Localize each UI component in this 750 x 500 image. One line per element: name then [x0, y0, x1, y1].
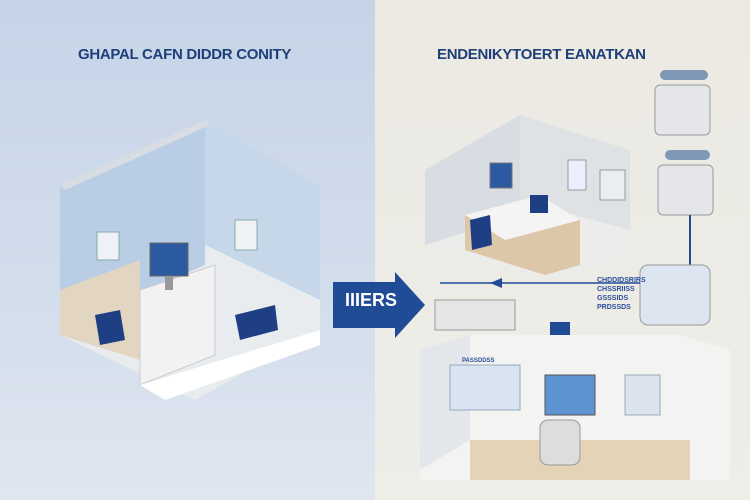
annotation-line: PRDSSDS [597, 304, 631, 311]
left-arrow-small [490, 278, 502, 288]
equipment [624, 374, 661, 416]
phone-device [639, 264, 711, 326]
left-title: GHAPAL CAFN DIDDR CONITY [78, 46, 292, 63]
left-room [60, 120, 320, 400]
kiosk-base [539, 419, 581, 466]
right-title: ENDENIKYTOERT EANATKAN [437, 46, 646, 63]
chair [530, 195, 548, 213]
monitor [149, 242, 189, 277]
equipment [449, 364, 521, 411]
annotation-line: GSSSIDS [597, 295, 629, 302]
window [96, 231, 120, 261]
lower-room [420, 335, 730, 480]
monitor [544, 374, 596, 416]
arrow-label: IIIERS [345, 290, 398, 310]
desk [139, 264, 216, 386]
chair [95, 310, 125, 345]
monitor [489, 162, 513, 189]
annotation-text: CHDDIDSRIRS CHSSRIISS GSSSIDS PRDSSDS [597, 276, 646, 312]
device-column [639, 70, 714, 326]
counter [470, 440, 690, 480]
room-right-wall [205, 120, 320, 300]
right-top-room [425, 115, 630, 280]
window [567, 159, 587, 191]
printer-device [434, 299, 516, 331]
annotation-line: CHSSRIISS [597, 286, 635, 293]
right-arrow-shape [333, 272, 425, 338]
lower-room-label: PASSDDSS [462, 358, 495, 364]
chair [235, 305, 278, 340]
annotation-line: CHDDIDSRIRS [597, 277, 646, 284]
medical-cart [599, 169, 626, 201]
chair [470, 215, 492, 250]
window [234, 219, 258, 251]
counter [140, 330, 320, 400]
